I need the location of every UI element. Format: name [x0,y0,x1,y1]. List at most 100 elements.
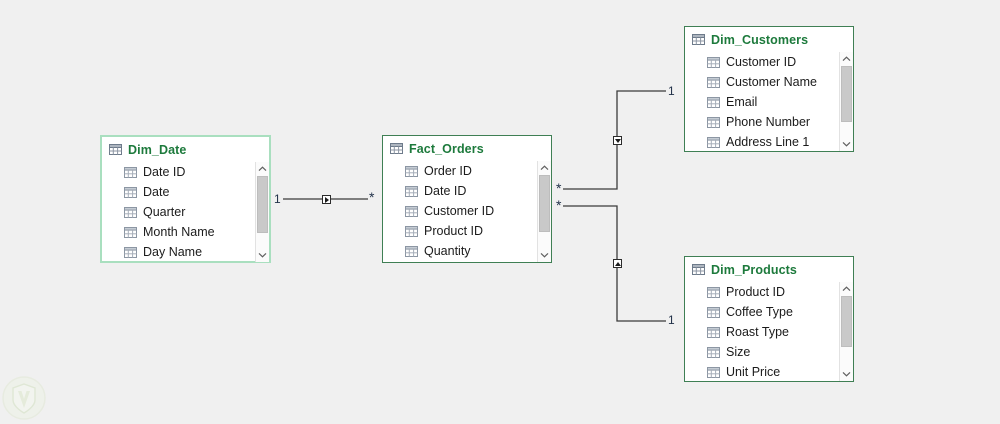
table-card-dim-products[interactable]: Dim_Products Product ID [684,256,854,382]
field-row[interactable]: Quantity [383,241,551,261]
field-row[interactable]: Date ID [383,181,551,201]
field-row[interactable]: Unit Price [685,362,853,382]
chevron-up-icon [842,286,851,292]
table-icon [707,306,720,318]
table-icon [707,346,720,358]
table-header-dim-products[interactable]: Dim_Products [685,257,853,282]
field-row[interactable]: Customer ID [685,52,853,72]
table-title-dim-date: Dim_Date [128,142,187,157]
field-label: Address Line 1 [726,135,810,149]
cardinality-label-orders-many-date: * [369,189,375,205]
field-row[interactable]: Customer ID [383,201,551,221]
scroll-thumb[interactable] [841,66,852,122]
field-label: Date [143,185,170,199]
cardinality-label-date-one: 1 [274,192,281,206]
table-icon [707,76,720,88]
table-icon [405,245,418,257]
field-row[interactable]: Roast Type [685,322,853,342]
table-icon [707,96,720,108]
field-label: Phone Number [726,115,811,129]
field-row[interactable]: Product ID [383,221,551,241]
chevron-up-icon [258,166,267,172]
scroll-down-button[interactable] [538,248,551,262]
table-icon [124,206,137,218]
table-title-dim-customers: Dim_Customers [711,32,809,47]
scrollbar-dim-date[interactable] [255,162,269,262]
cardinality-label-orders-many-customers: * [556,180,562,196]
field-label: Product ID [424,224,484,238]
scroll-up-button[interactable] [538,161,551,175]
table-icon [390,143,403,154]
scroll-up-button[interactable] [256,162,269,176]
table-header-dim-customers[interactable]: Dim_Customers [685,27,853,52]
relationship-marker-customers-orders[interactable] [613,136,622,145]
scroll-track[interactable] [840,296,853,367]
field-row[interactable]: Order ID [383,161,551,181]
field-label: Quarter [143,205,186,219]
relationship-marker-products-orders[interactable] [613,259,622,268]
scroll-down-button[interactable] [840,367,853,381]
field-row[interactable]: Phone Number [685,112,853,132]
field-row[interactable]: Address Line 1 [685,132,853,152]
field-row[interactable]: Coffee Type [685,302,853,322]
table-icon [124,226,137,238]
field-row[interactable]: Email [685,92,853,112]
scroll-track[interactable] [538,175,551,248]
table-header-fact-orders[interactable]: Fact_Orders [383,136,551,161]
scrollbar-fact-orders[interactable] [537,161,551,262]
cardinality-label-products-one: 1 [668,313,675,327]
table-icon [124,186,137,198]
field-row[interactable]: Month Name [102,222,269,242]
cardinality-label-orders-many-products: * [556,197,562,213]
arrow-up-glyph [614,261,621,266]
field-label: Email [726,95,758,109]
scroll-up-button[interactable] [840,52,853,66]
chevron-up-icon [842,56,851,62]
table-icon [692,264,705,275]
scroll-thumb[interactable] [539,175,550,232]
table-icon [707,56,720,68]
field-label: Product ID [726,285,786,299]
field-label: Coffee Type [726,305,793,319]
field-label: Order ID [424,164,472,178]
field-row[interactable]: Day Name [102,242,269,262]
field-label: Customer Name [726,75,817,89]
table-icon [707,116,720,128]
table-card-fact-orders[interactable]: Fact_Orders Order ID [382,135,552,263]
table-icon [405,165,418,177]
scrollbar-dim-customers[interactable] [839,52,853,151]
scroll-track[interactable] [256,176,269,248]
field-row[interactable]: Customer Name [685,72,853,92]
table-icon [707,366,720,378]
table-icon [707,136,720,148]
table-card-dim-date[interactable]: Dim_Date Date ID [100,135,271,263]
field-label: Roast Type [726,325,790,339]
field-row[interactable]: Product ID [685,282,853,302]
table-icon [707,286,720,298]
table-icon [692,34,705,45]
scroll-down-button[interactable] [256,248,269,262]
cardinality-label-customers-one: 1 [668,84,675,98]
chevron-up-icon [540,165,549,171]
chevron-down-icon [842,371,851,377]
scroll-thumb[interactable] [841,296,852,347]
chevron-down-icon [540,252,549,258]
field-row[interactable]: Date [102,182,269,202]
table-header-dim-date[interactable]: Dim_Date [102,137,269,162]
table-card-dim-customers[interactable]: Dim_Customers Customer ID [684,26,854,152]
scroll-up-button[interactable] [840,282,853,296]
field-label: Date ID [143,165,186,179]
field-row[interactable]: Date ID [102,162,269,182]
scroll-track[interactable] [840,66,853,137]
scroll-thumb[interactable] [257,176,268,233]
scroll-down-button[interactable] [840,137,853,151]
arrow-right-glyph [324,196,329,203]
field-row[interactable]: Quarter [102,202,269,222]
field-label: Customer ID [726,55,797,69]
field-label: Month Name [143,225,215,239]
relationship-marker-date-orders[interactable] [322,195,331,204]
scrollbar-dim-products[interactable] [839,282,853,381]
field-row[interactable]: Size [685,342,853,362]
table-icon [707,326,720,338]
